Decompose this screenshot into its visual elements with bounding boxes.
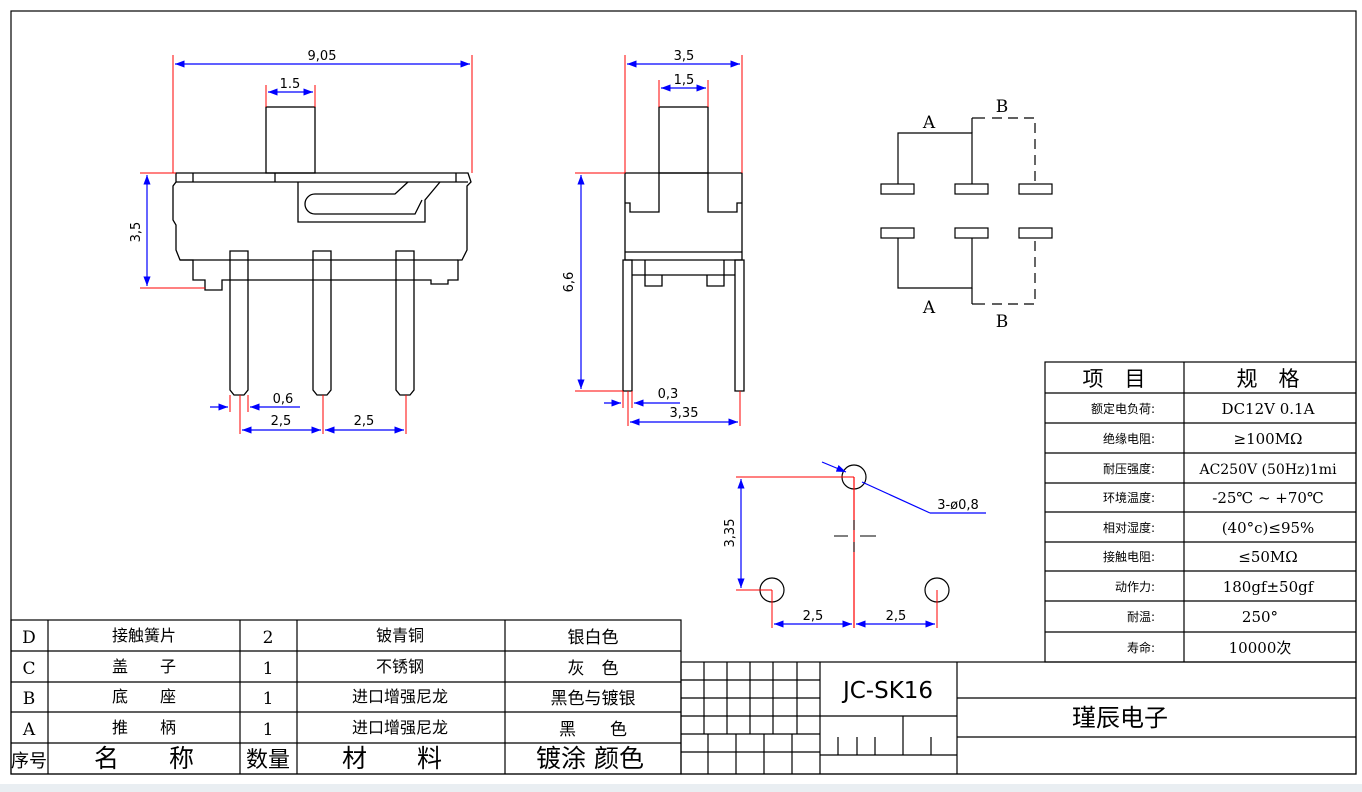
side-pin-right [734,259,745,392]
label-b-bottom: B [996,312,1009,332]
bom-cell: D [22,628,36,648]
bom-cell: 银白色 [568,628,619,648]
bom-cell: 不锈钢 [376,657,424,676]
bom-cell: 1 [263,720,274,740]
dim-side-height: 6,6 [562,272,577,293]
dim-footprint-holes: 3-ø0,8 [937,498,979,513]
bom-header: 序号 [11,751,47,772]
bom-cell: B [23,689,36,709]
bom-cell: 推 柄 [112,718,176,737]
front-actuator [265,106,316,174]
spec-value: ≤50MΩ [1238,548,1297,566]
front-pin-left [229,250,249,396]
switch-schematic [880,117,1053,305]
dim-front-actuator: 1.5 [280,77,301,92]
front-pin-right [395,250,415,396]
spec-label: 环境温度: [1103,490,1155,505]
side-pin-left [622,259,633,392]
bom-cell: C [22,659,35,679]
bom-cell: 铍青铜 [376,626,424,645]
spec-value: 250° [1242,608,1278,626]
spec-header-spec: 规 格 [1237,367,1300,391]
bom-cell: 接触簧片 [112,626,176,645]
bom-header: 镀涂 颜色 [536,744,644,773]
dim-footprint-pitch-right: 2,5 [886,609,907,624]
side-body [624,172,743,261]
front-dimensions: 9,05 1.5 3,5 0,6 2,5 2,5 [129,49,473,434]
bom-cell: 盖 子 [112,657,176,676]
label-a-top: A [922,113,936,133]
front-slot [297,181,441,223]
spec-label: 相对湿度: [1103,520,1155,535]
front-view [172,106,472,396]
spec-value: AC250V (50Hz)1mi [1198,462,1337,478]
model-number: JC-SK16 [841,678,933,704]
front-pin-middle [312,250,332,396]
dim-side-width: 3,5 [674,49,695,64]
bom-cell: 黑色与镀银 [551,689,636,709]
bom-cell: 2 [263,628,274,648]
dim-front-pitch-right: 2,5 [354,414,375,429]
dim-footprint-pitch-left: 2,5 [803,609,824,624]
spec-label: 接触电阻: [1103,549,1155,564]
bom-header: 材 料 [342,744,442,773]
bom-cell: 黑 色 [559,720,627,740]
dim-front-pitch-left: 2,5 [271,414,292,429]
dim-side-span: 3,35 [670,406,699,421]
company-name: 瑾辰电子 [1072,704,1168,732]
dim-front-pin: 0,6 [273,392,294,407]
side-view [622,106,745,392]
side-actuator [658,106,709,174]
bom-cell: 灰 色 [568,659,619,679]
pcb-footprint: 3,35 2,5 2,5 3-ø0,8 [723,461,986,628]
dim-footprint-height: 3,35 [723,519,738,548]
schematic-labels: A B A B [922,97,1008,332]
bom-cell: 1 [263,689,274,709]
spec-value: 180gf±50gf [1223,578,1315,596]
title-block [680,661,1357,775]
bom-cell: 底 座 [112,687,176,706]
spec-table-text: 项 目 规 格 额定电负荷: DC12V 0.1A 绝缘电阻: ≥100MΩ 耐… [1083,367,1338,657]
spec-header-item: 项 目 [1083,367,1146,391]
spec-label: 耐温: [1127,610,1155,624]
label-b-top: B [996,97,1009,117]
label-a-bottom: A [922,298,936,318]
spec-value: 10000次 [1229,639,1292,657]
bom-table [10,619,682,775]
dim-side-actuator: 1,5 [674,73,695,88]
bom-cell: A [22,720,36,740]
spec-value: (40°c)≤95% [1222,519,1315,537]
bom-cell: 1 [263,659,274,679]
bom-header: 名 称 [94,744,194,773]
spec-label: 动作力: [1115,580,1155,594]
dim-front-height: 3,5 [129,222,144,243]
spec-label: 寿命: [1127,640,1155,655]
bom-cell: 进口增强尼龙 [352,687,448,706]
bom-table-text: D 接触簧片 2 铍青铜 银白色 C 盖 子 1 不锈钢 灰 色 B 底 座 1… [11,626,644,773]
spec-label: 耐压强度: [1103,461,1155,476]
dim-side-pin: 0,3 [658,387,679,402]
spec-value: ≥100MΩ [1234,430,1303,448]
dim-front-width: 9,05 [308,49,337,64]
spec-value: -25℃ ~ +70℃ [1212,489,1323,507]
front-body [172,172,472,291]
bom-cell: 进口增强尼龙 [352,718,448,737]
bottom-band [0,784,1362,792]
spec-value: DC12V 0.1A [1222,400,1315,418]
spec-label: 额定电负荷: [1091,401,1155,416]
side-dimensions: 3,5 1,5 6,6 0,3 3,35 [562,49,743,426]
bom-header: 数量 [246,748,290,773]
spec-label: 绝缘电阻: [1103,431,1155,446]
